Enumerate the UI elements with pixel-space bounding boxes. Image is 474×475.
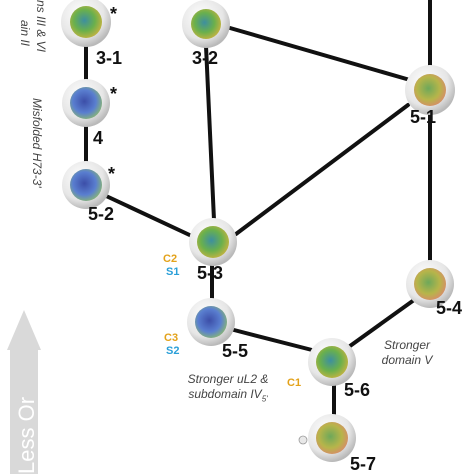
node-label-5-6: 5-6 [344,380,371,400]
node-label-5-1: 5-1 [410,107,437,127]
node-label-5-4: 5-4 [436,298,463,318]
edge-3-2-to-5-1 [228,26,412,82]
node-label-5-3: 5-3 [197,263,224,283]
arrow-label: Less Or [14,396,39,474]
edge-3-2-to-5-3 [204,44,216,222]
edge-5-4-to-5-6 [348,298,416,348]
tag-c2: C2 [163,253,178,265]
annotation-stronger-ul2-line2: subdomain IV [188,387,262,401]
edges [84,0,432,420]
annotation-stronger-ul2: Stronger uL2 & subdomain IV5' [174,372,282,406]
node-5-7 [298,414,356,462]
node-label-5-5: 5-5 [222,341,249,361]
node-5-1 [405,65,455,115]
node-5-4 [406,260,454,308]
annotation-stronger-ul2-sub: 5' [261,394,268,404]
node-3-1 [61,0,111,47]
node-label-5-2: 5-2 [88,204,115,224]
annotation-stronger-ul2-line1: Stronger uL2 & [187,372,269,386]
node-label-5-7: 5-7 [350,454,377,474]
tag-s1: S1 [166,266,180,278]
annotation-domains-line2: ain II [18,20,32,47]
edge-5-2-to-5-3 [102,193,198,240]
asterisk-4: * [110,84,118,104]
node-4 [62,79,110,127]
tag-s2: S2 [166,345,180,357]
asterisk-3-1: * [110,4,118,24]
node-5-2 [62,161,110,209]
asterisk-5-2: * [108,164,116,184]
node-5-3 [189,218,237,266]
node-label-3-2: 3-2 [192,48,219,68]
direction-arrow [7,310,41,474]
node-3-2 [182,0,230,48]
node-5-5 [187,298,235,346]
annotation-stronger-v-line2: domain V [381,353,433,367]
annotation-misfolded: Misfolded H73-3' [30,98,44,188]
node-label-3-1: 3-1 [96,48,123,68]
annotation-stronger-v-line1: Stronger [383,338,431,352]
annotation-stronger-v: Stronger domain V [372,338,442,368]
node-label-4: 4 [93,128,104,148]
tag-c1: C1 [287,377,302,389]
edge-5-5-to-5-6 [232,328,314,352]
edge-5-3-to-5-1 [234,103,410,236]
tag-c3: C3 [164,332,179,344]
node-5-6 [308,338,356,386]
annotation-domains-line1: ns III & VI [34,0,48,53]
